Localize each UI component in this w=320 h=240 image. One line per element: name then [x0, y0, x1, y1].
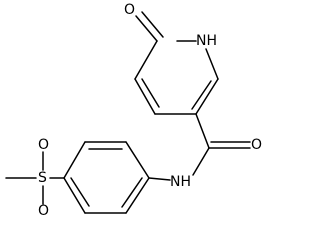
- bond-ar1: [125, 177, 150, 214]
- bond-ar4: [63, 141, 86, 179]
- bond-c5-c6: [134, 40, 158, 80]
- bond-c4-c5: [134, 78, 156, 115]
- bond-c3-carbonyl: [195, 113, 210, 149]
- amide-group: [148, 113, 251, 181]
- bond-c4-c5-inner: [141, 78, 160, 108]
- bond-n1-c2: [205, 48, 219, 80]
- atom-sulfonyl-oxygen-top: O: [38, 137, 49, 153]
- bond-carbonyl-nh: [192, 147, 210, 176]
- bond-nh-aryl: [148, 177, 171, 181]
- methylsulfonyl-group: [5, 151, 65, 205]
- bond-c2-c3: [195, 78, 219, 115]
- bond-ar3-inner: [70, 177, 90, 207]
- chemical-structure-diagram: NH O O NH S O O: [5, 2, 262, 219]
- phenyl-ring: [63, 141, 150, 214]
- atom-sulfonyl-oxygen-bottom: O: [38, 203, 49, 219]
- atom-sulfur: S: [38, 170, 47, 186]
- atom-amide-nh: NH: [170, 174, 191, 190]
- atom-ring-nh: NH: [196, 33, 217, 49]
- bond-c2-c3-inner: [191, 80, 212, 110]
- bond-c6-o-1: [135, 15, 158, 42]
- atom-carbonyl-oxygen-ring: O: [124, 2, 135, 18]
- bond-ar6: [125, 141, 150, 179]
- atom-amide-oxygen: O: [251, 137, 262, 153]
- bond-c6-o-2: [141, 11, 164, 38]
- bond-ar1-inner: [121, 177, 143, 208]
- bond-ar3: [63, 177, 86, 214]
- pyridinone-ring: [134, 11, 219, 115]
